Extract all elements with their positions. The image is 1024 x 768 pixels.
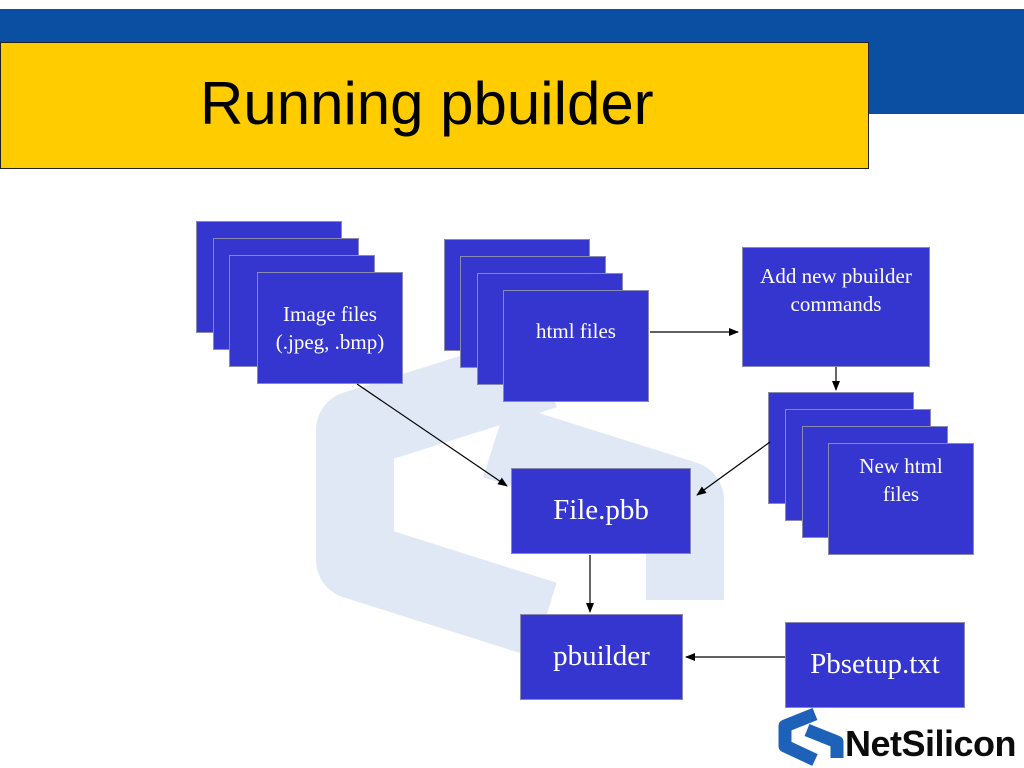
arrow-new-html-to-pbb bbox=[696, 441, 771, 496]
add-commands-label: Add new pbuilder commands bbox=[760, 264, 912, 317]
add-commands-box bbox=[742, 247, 930, 367]
title-banner bbox=[0, 42, 869, 169]
netsilicon-logo-icon bbox=[778, 708, 844, 766]
html-files-label: html files bbox=[536, 318, 616, 343]
new-html-files-box bbox=[828, 443, 974, 555]
slide-title: Running pbuilder bbox=[200, 70, 654, 137]
file-pbb-label: File.pbb bbox=[553, 494, 649, 527]
image-files-box bbox=[257, 272, 403, 384]
pbuilder-label: pbuilder bbox=[553, 640, 650, 673]
pbsetup-label: Pbsetup.txt bbox=[810, 648, 940, 681]
file-pbb-box bbox=[511, 468, 691, 554]
logo-text: NetSilicon bbox=[845, 723, 1017, 764]
pbsetup-box bbox=[785, 622, 965, 708]
html-files-box bbox=[503, 290, 649, 402]
new-html-files-label: New html files bbox=[859, 454, 943, 507]
image-files-label: Image files (.jpeg, .bmp) bbox=[275, 301, 385, 354]
arrow-image-to-pbb bbox=[356, 383, 508, 487]
pbuilder-box bbox=[520, 614, 683, 700]
